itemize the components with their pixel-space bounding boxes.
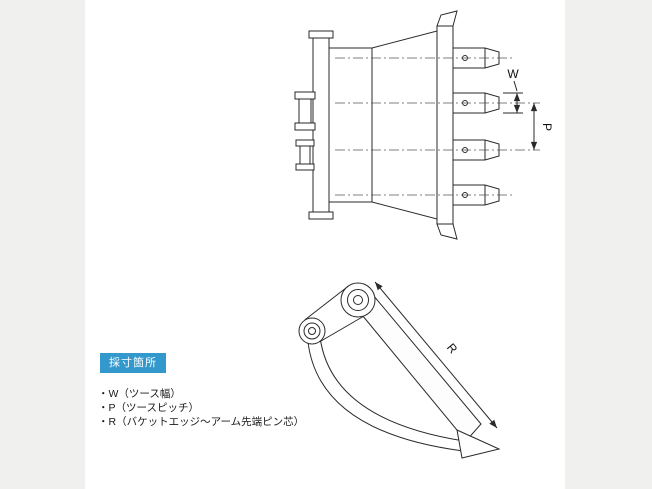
- side-cutter-bottom: [436, 223, 458, 240]
- link-plate: [319, 313, 368, 343]
- bucket-front-view: W P: [294, 10, 554, 240]
- dimension-r-label: R: [444, 341, 461, 357]
- legend-item-r: ・R（バケットエッジ～アーム先端ピン芯）: [98, 416, 305, 428]
- diagram-panel: W P: [85, 0, 565, 489]
- frame-cap-bottom: [308, 211, 334, 220]
- legend: ・W（ツース幅） ・P（ツースピッチ） ・R（バケットエッジ～アーム先端ピン芯）: [98, 387, 304, 429]
- bucket-shell: [328, 30, 438, 220]
- link-pin-boss: [298, 317, 326, 345]
- measurement-points-badge: 採寸箇所: [100, 353, 166, 373]
- dimension-p: P: [530, 103, 554, 150]
- technical-drawing: W P: [294, 10, 554, 459]
- frame-cap-top: [308, 30, 334, 39]
- cutting-edge-plate: [436, 25, 454, 225]
- bucket-rear-plate: [352, 288, 482, 442]
- side-cutter-top: [436, 10, 458, 27]
- bucket-belly-inner: [319, 336, 465, 442]
- dimension-w-label: W: [507, 67, 519, 81]
- dimension-p-label: P: [540, 123, 554, 131]
- dimension-r: R: [374, 281, 498, 429]
- legend-item-w: ・W（ツース幅）: [98, 388, 181, 400]
- link-plate: [304, 285, 349, 321]
- bucket-edge-blade: [456, 429, 501, 459]
- hinge-boss-upper: [294, 91, 316, 131]
- bucket-side-view: R: [298, 281, 501, 459]
- hinge-boss-lower: [295, 139, 315, 171]
- legend-item-p: ・P（ツースピッチ）: [98, 402, 199, 414]
- bucket-belly-outer: [307, 341, 464, 452]
- arm-pin-boss: [340, 282, 376, 318]
- dimension-w: W: [503, 67, 523, 114]
